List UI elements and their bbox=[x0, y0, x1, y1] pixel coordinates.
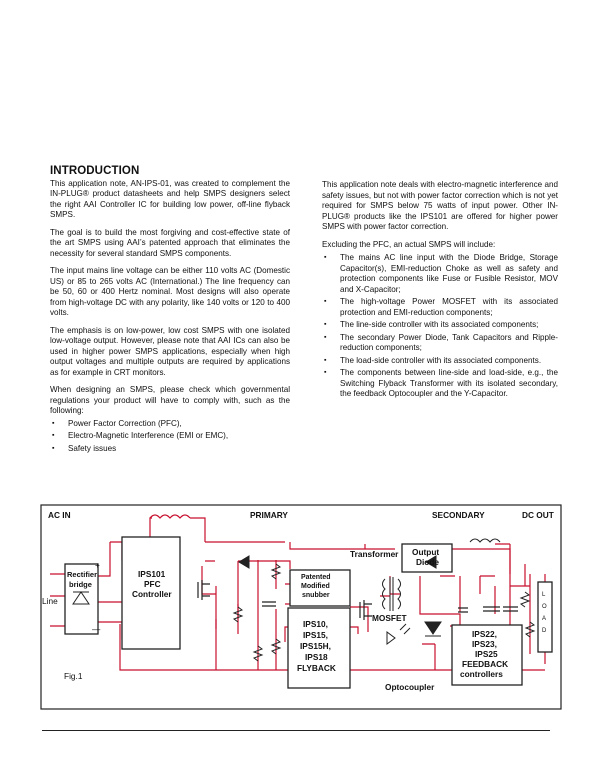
load-label: A bbox=[542, 616, 546, 622]
fig-label: Fig.1 bbox=[64, 671, 83, 681]
feedback-label: FEEDBACK bbox=[462, 659, 508, 669]
load-label: L bbox=[542, 592, 546, 598]
ac-in-label: AC IN bbox=[48, 510, 71, 520]
snubber-label: Modified bbox=[301, 583, 330, 590]
list-item: Safety issues bbox=[52, 444, 290, 455]
rectifier-label: Rectifier bbox=[67, 570, 97, 579]
minus-sign: — bbox=[92, 624, 101, 634]
flyback-label: IPS18 bbox=[305, 652, 328, 662]
transformer-label: Transformer bbox=[350, 549, 399, 559]
paragraph: This application note, AN-IPS-01, was cr… bbox=[50, 178, 290, 220]
secondary-label: SECONDARY bbox=[432, 510, 485, 520]
line-label: Line bbox=[42, 596, 58, 606]
mosfet-label: MOSFET bbox=[372, 613, 407, 623]
load-label: D bbox=[542, 628, 547, 634]
paragraph: The goal is to build the most forgiving … bbox=[50, 227, 290, 258]
feedback-label: IPS22, bbox=[472, 629, 497, 639]
output-diode-label: Diode bbox=[416, 557, 439, 567]
paragraph: The emphasis is on low-power, low cost S… bbox=[50, 325, 290, 377]
snubber-label: Patented bbox=[301, 574, 331, 581]
component-list: The mains AC line input with the Diode B… bbox=[322, 253, 558, 400]
list-item: The line-side controller with its associ… bbox=[324, 320, 558, 331]
section-heading: INTRODUCTION bbox=[50, 165, 140, 177]
paragraph: Excluding the PFC, an actual SMPS will i… bbox=[322, 239, 496, 249]
left-column: INTRODUCTION This application note, AN-I… bbox=[50, 166, 290, 456]
ips101-label: PFC bbox=[144, 579, 161, 589]
list-item: The load-side controller with its associ… bbox=[324, 356, 558, 367]
optocoupler-label: Optocoupler bbox=[385, 682, 435, 692]
list-item: The mains AC line input with the Diode B… bbox=[324, 253, 558, 295]
plus-sign: + bbox=[95, 560, 100, 570]
footer-rule bbox=[42, 730, 550, 731]
list-item: The secondary Power Diode, Tank Capacito… bbox=[324, 333, 558, 354]
feedback-label: IPS25 bbox=[475, 649, 498, 659]
load-label: O bbox=[542, 604, 547, 610]
flyback-label: IPS10, bbox=[303, 619, 328, 629]
feedback-label: controllers bbox=[460, 669, 503, 679]
snubber-label: snubber bbox=[302, 592, 330, 599]
list-item: The components between line-side and loa… bbox=[324, 368, 558, 400]
flyback-label: IPS15H, bbox=[300, 641, 331, 651]
paragraph: The input mains line voltage can be eith… bbox=[50, 266, 290, 317]
ips101-label: Controller bbox=[132, 589, 172, 599]
list-item: The high-voltage Power MOSFET with its a… bbox=[324, 297, 558, 318]
rectifier-label: bridge bbox=[69, 580, 92, 589]
list-item: Power Factor Correction (PFC), bbox=[52, 419, 290, 430]
circuit-diagram: AC IN PRIMARY SECONDARY DC OUT Line Rect… bbox=[40, 504, 562, 710]
paragraph: When designing an SMPS, please check whi… bbox=[50, 385, 290, 415]
ips101-label: IPS101 bbox=[138, 569, 166, 579]
regulation-list: Power Factor Correction (PFC), Electro-M… bbox=[50, 419, 290, 455]
right-column: This application note deals with electro… bbox=[322, 180, 558, 402]
paragraph: This application note deals with electro… bbox=[322, 180, 558, 231]
flyback-label: IPS15, bbox=[303, 630, 328, 640]
primary-label: PRIMARY bbox=[250, 510, 288, 520]
list-item: Electro-Magnetic Interference (EMI or EM… bbox=[52, 431, 290, 442]
dc-out-label: DC OUT bbox=[522, 510, 554, 520]
output-diode-label: Output bbox=[412, 547, 439, 557]
feedback-label: IPS23, bbox=[472, 639, 497, 649]
flyback-label: FLYBACK bbox=[297, 663, 336, 673]
